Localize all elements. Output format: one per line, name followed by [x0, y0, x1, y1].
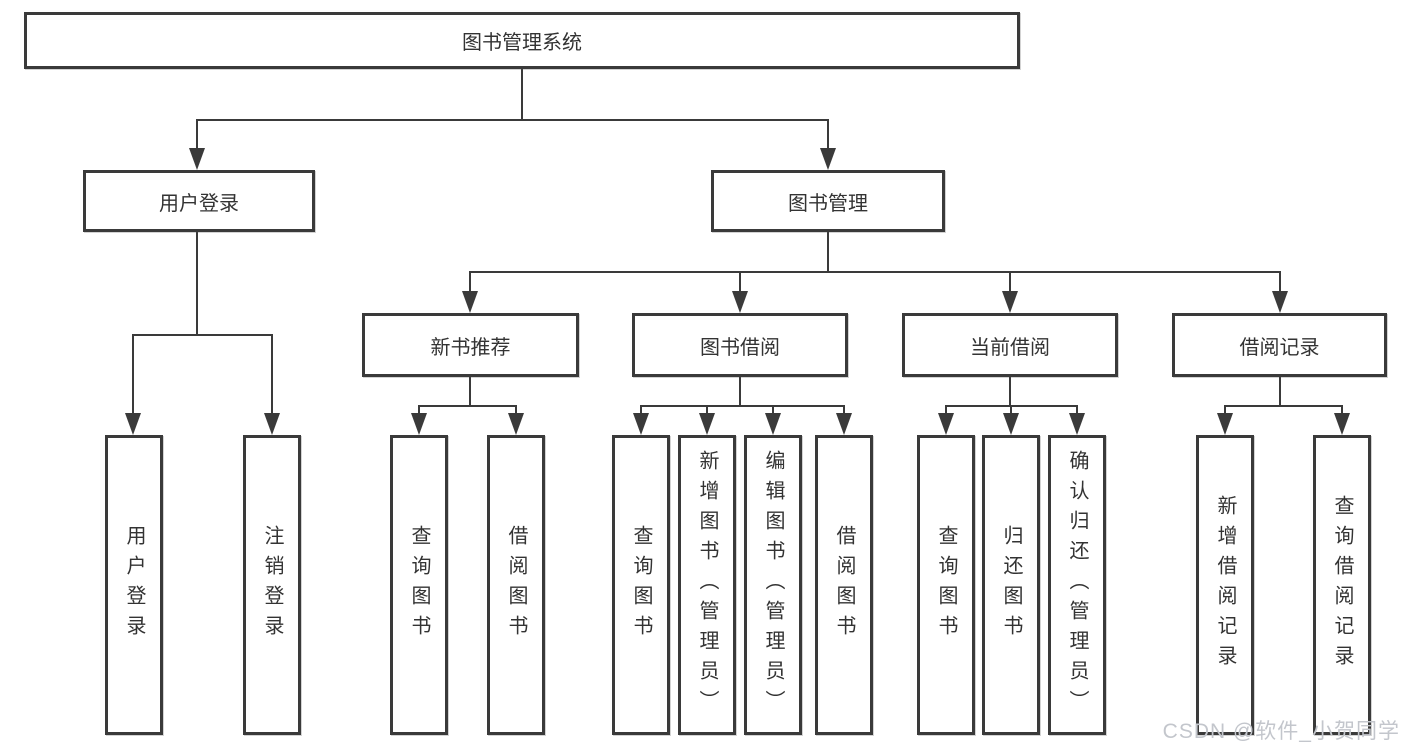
- node-leaf-add-book-admin: 新增图书（管理员）: [678, 435, 736, 735]
- arrow-down-icon: [633, 413, 649, 435]
- arrow-down-icon: [699, 413, 715, 435]
- node-label: 注销登录: [261, 525, 283, 645]
- connector-line: [132, 334, 134, 417]
- node-label: 确认归还（管理员）: [1066, 450, 1088, 720]
- connector-line: [1341, 405, 1343, 417]
- connector-line: [1009, 271, 1011, 293]
- node-leaf-user-login: 用户登录: [105, 435, 163, 735]
- connector-line: [739, 271, 741, 293]
- arrow-down-icon: [189, 148, 205, 170]
- connector-line: [945, 405, 947, 417]
- connector-line: [843, 405, 845, 417]
- connector-line: [772, 405, 774, 417]
- connector-line: [1224, 405, 1226, 417]
- arrow-down-icon: [264, 413, 280, 435]
- node-leaf-confirm-return-admin: 确认归还（管理员）: [1048, 435, 1106, 735]
- node-label: 归还图书: [1000, 525, 1022, 645]
- node-current-borrowing: 当前借阅: [902, 313, 1118, 377]
- arrow-down-icon: [820, 148, 836, 170]
- arrow-down-icon: [462, 291, 478, 313]
- arrow-down-icon: [765, 413, 781, 435]
- connector-line: [418, 405, 420, 417]
- connector-line: [196, 232, 198, 335]
- arrow-down-icon: [1272, 291, 1288, 313]
- arrow-down-icon: [1069, 413, 1085, 435]
- arrow-down-icon: [411, 413, 427, 435]
- node-label: 借阅图书: [833, 525, 855, 645]
- csdn-watermark: CSDN @软件_小贺同学: [1162, 720, 1400, 743]
- connector-line: [469, 377, 471, 406]
- node-label: 查询图书: [935, 525, 957, 645]
- node-leaf-borrow-books-recommend: 借阅图书: [487, 435, 545, 735]
- connector-line: [706, 405, 708, 417]
- node-borrowing-records: 借阅记录: [1172, 313, 1387, 377]
- node-label: 编辑图书（管理员）: [762, 450, 784, 720]
- connector-line: [521, 69, 523, 120]
- connector-line: [469, 271, 471, 293]
- connector-line: [946, 405, 1078, 407]
- connector-line: [419, 405, 517, 407]
- connector-line: [1009, 377, 1011, 406]
- connector-line: [196, 119, 198, 152]
- node-label: 新增图书（管理员）: [696, 450, 718, 720]
- arrow-down-icon: [508, 413, 524, 435]
- arrow-down-icon: [938, 413, 954, 435]
- arrow-down-icon: [1002, 291, 1018, 313]
- connector-line: [1010, 405, 1012, 417]
- node-label: 图书借阅: [700, 336, 780, 359]
- node-label: 查询图书: [408, 525, 430, 645]
- connector-line: [640, 405, 642, 417]
- connector-line: [1076, 405, 1078, 417]
- node-leaf-query-borrow-record: 查询借阅记录: [1313, 435, 1371, 735]
- node-label: 用户登录: [159, 192, 239, 215]
- connector-line: [470, 271, 1280, 273]
- connector-line: [739, 377, 741, 406]
- node-user-login: 用户登录: [83, 170, 315, 232]
- arrow-down-icon: [1217, 413, 1233, 435]
- connector-line: [197, 119, 829, 121]
- connector-line: [827, 119, 829, 152]
- node-label: 图书管理系统: [462, 32, 582, 54]
- arrow-down-icon: [1003, 413, 1019, 435]
- node-leaf-edit-book-admin: 编辑图书（管理员）: [744, 435, 802, 735]
- node-label: 图书管理: [788, 192, 868, 215]
- node-new-book-recommend: 新书推荐: [362, 313, 579, 377]
- connector-line: [827, 232, 829, 272]
- node-leaf-add-borrow-record: 新增借阅记录: [1196, 435, 1254, 735]
- node-label: 当前借阅: [970, 336, 1050, 359]
- arrow-down-icon: [1334, 413, 1350, 435]
- node-label: 查询借阅记录: [1331, 495, 1353, 675]
- connector-line: [1225, 405, 1342, 407]
- connector-line: [133, 334, 273, 336]
- node-label: 查询图书: [630, 525, 652, 645]
- arrow-down-icon: [732, 291, 748, 313]
- node-leaf-borrow-books: 借阅图书: [815, 435, 873, 735]
- node-leaf-query-books-current: 查询图书: [917, 435, 975, 735]
- connector-line: [515, 405, 517, 417]
- connector-line: [1279, 377, 1281, 406]
- node-label: 用户登录: [123, 525, 145, 645]
- arrow-down-icon: [836, 413, 852, 435]
- node-leaf-logout: 注销登录: [243, 435, 301, 735]
- node-leaf-return-books: 归还图书: [982, 435, 1040, 735]
- arrow-down-icon: [125, 413, 141, 435]
- node-book-borrowing: 图书借阅: [632, 313, 848, 377]
- node-system-root: 图书管理系统: [24, 12, 1020, 69]
- node-label: 新增借阅记录: [1214, 495, 1236, 675]
- node-leaf-query-books-recommend: 查询图书: [390, 435, 448, 735]
- node-label: 新书推荐: [430, 336, 511, 359]
- connector-line: [271, 334, 273, 417]
- node-book-management: 图书管理: [711, 170, 945, 232]
- connector-line: [641, 405, 845, 407]
- node-label: 借阅记录: [1239, 336, 1320, 359]
- connector-line: [1279, 271, 1281, 293]
- node-leaf-query-books-borrowing: 查询图书: [612, 435, 670, 735]
- node-label: 借阅图书: [505, 525, 527, 645]
